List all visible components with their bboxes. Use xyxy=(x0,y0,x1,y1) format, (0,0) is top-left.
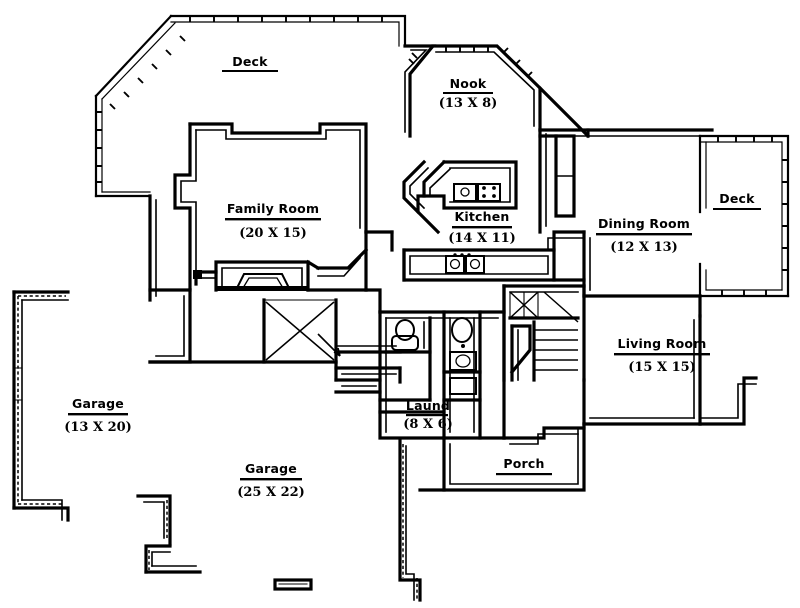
fireplace-hearth xyxy=(193,260,310,292)
room-label-deck-upper: Deck xyxy=(232,54,268,69)
room-dim-garage-small: (13 X 20) xyxy=(64,420,132,435)
room-label-deck-right: Deck xyxy=(719,191,755,206)
room-label-garage-large: Garage xyxy=(245,461,297,476)
living-room-label: Living Room (15 X 15) xyxy=(614,336,710,375)
laundry-label: Laund (8 X 6) xyxy=(403,398,453,432)
garage-small-label: Garage (13 X 20) xyxy=(64,396,132,435)
nook-outline xyxy=(403,44,542,138)
garage-large-walls xyxy=(136,360,422,602)
room-label-laundry: Laund xyxy=(406,398,450,413)
garage-small-walls xyxy=(12,290,70,522)
stair-treads xyxy=(534,329,578,371)
lower-staircase xyxy=(189,298,402,364)
bathroom-sinks-toilet-tub xyxy=(391,317,477,395)
bath-hall-core xyxy=(334,284,506,440)
main-staircase xyxy=(502,284,586,382)
center-hall-walls xyxy=(538,128,576,234)
porch-outline xyxy=(418,422,586,492)
room-dim-dining-room: (12 X 13) xyxy=(610,240,678,255)
room-label-family-room: Family Room xyxy=(227,201,319,216)
deck-railing-ticks xyxy=(96,16,383,183)
dining-room-label: Dining Room (12 X 13) xyxy=(596,216,692,255)
room-label-porch: Porch xyxy=(503,456,544,471)
family-room-label: Family Room (20 X 15) xyxy=(225,201,321,241)
kitchen-label: Kitchen (14 X 11) xyxy=(448,209,516,246)
deck-right-railing-ticks xyxy=(717,136,788,296)
garage-large-label: Garage (25 X 22) xyxy=(237,461,305,500)
room-label-kitchen: Kitchen xyxy=(454,209,509,224)
deck-upper-outline xyxy=(94,14,407,198)
room-dim-living-room: (15 X 15) xyxy=(628,360,696,375)
deck-upper-label: Deck xyxy=(222,54,278,72)
room-label-dining-room: Dining Room xyxy=(598,216,690,231)
garage-door-openings xyxy=(136,494,313,591)
room-label-living-room: Living Room xyxy=(618,336,707,351)
room-label-nook: Nook xyxy=(450,76,487,91)
nook-label: Nook (13 X 8) xyxy=(439,76,498,111)
family-room-walls xyxy=(148,122,368,364)
room-dim-laundry: (8 X 6) xyxy=(403,417,453,432)
room-label-garage-small: Garage xyxy=(72,396,124,411)
room-dim-nook: (13 X 8) xyxy=(439,96,498,111)
kitchen-island-cooktop xyxy=(453,183,501,202)
misc-walls xyxy=(364,230,586,314)
nook-window-ticks xyxy=(408,46,533,78)
living-room-walls xyxy=(582,294,758,426)
room-dim-garage-large: (25 X 22) xyxy=(237,485,305,500)
family-to-kitchen-angled-wall xyxy=(305,230,394,292)
room-dim-family-room: (20 X 15) xyxy=(239,226,307,241)
deck-right-outline xyxy=(698,134,790,298)
room-dim-kitchen: (14 X 11) xyxy=(448,231,516,246)
porch-label: Porch xyxy=(496,456,552,476)
upper-spine-wall xyxy=(537,85,714,139)
deck-right-label: Deck xyxy=(713,191,761,210)
kitchen-island xyxy=(402,159,518,235)
